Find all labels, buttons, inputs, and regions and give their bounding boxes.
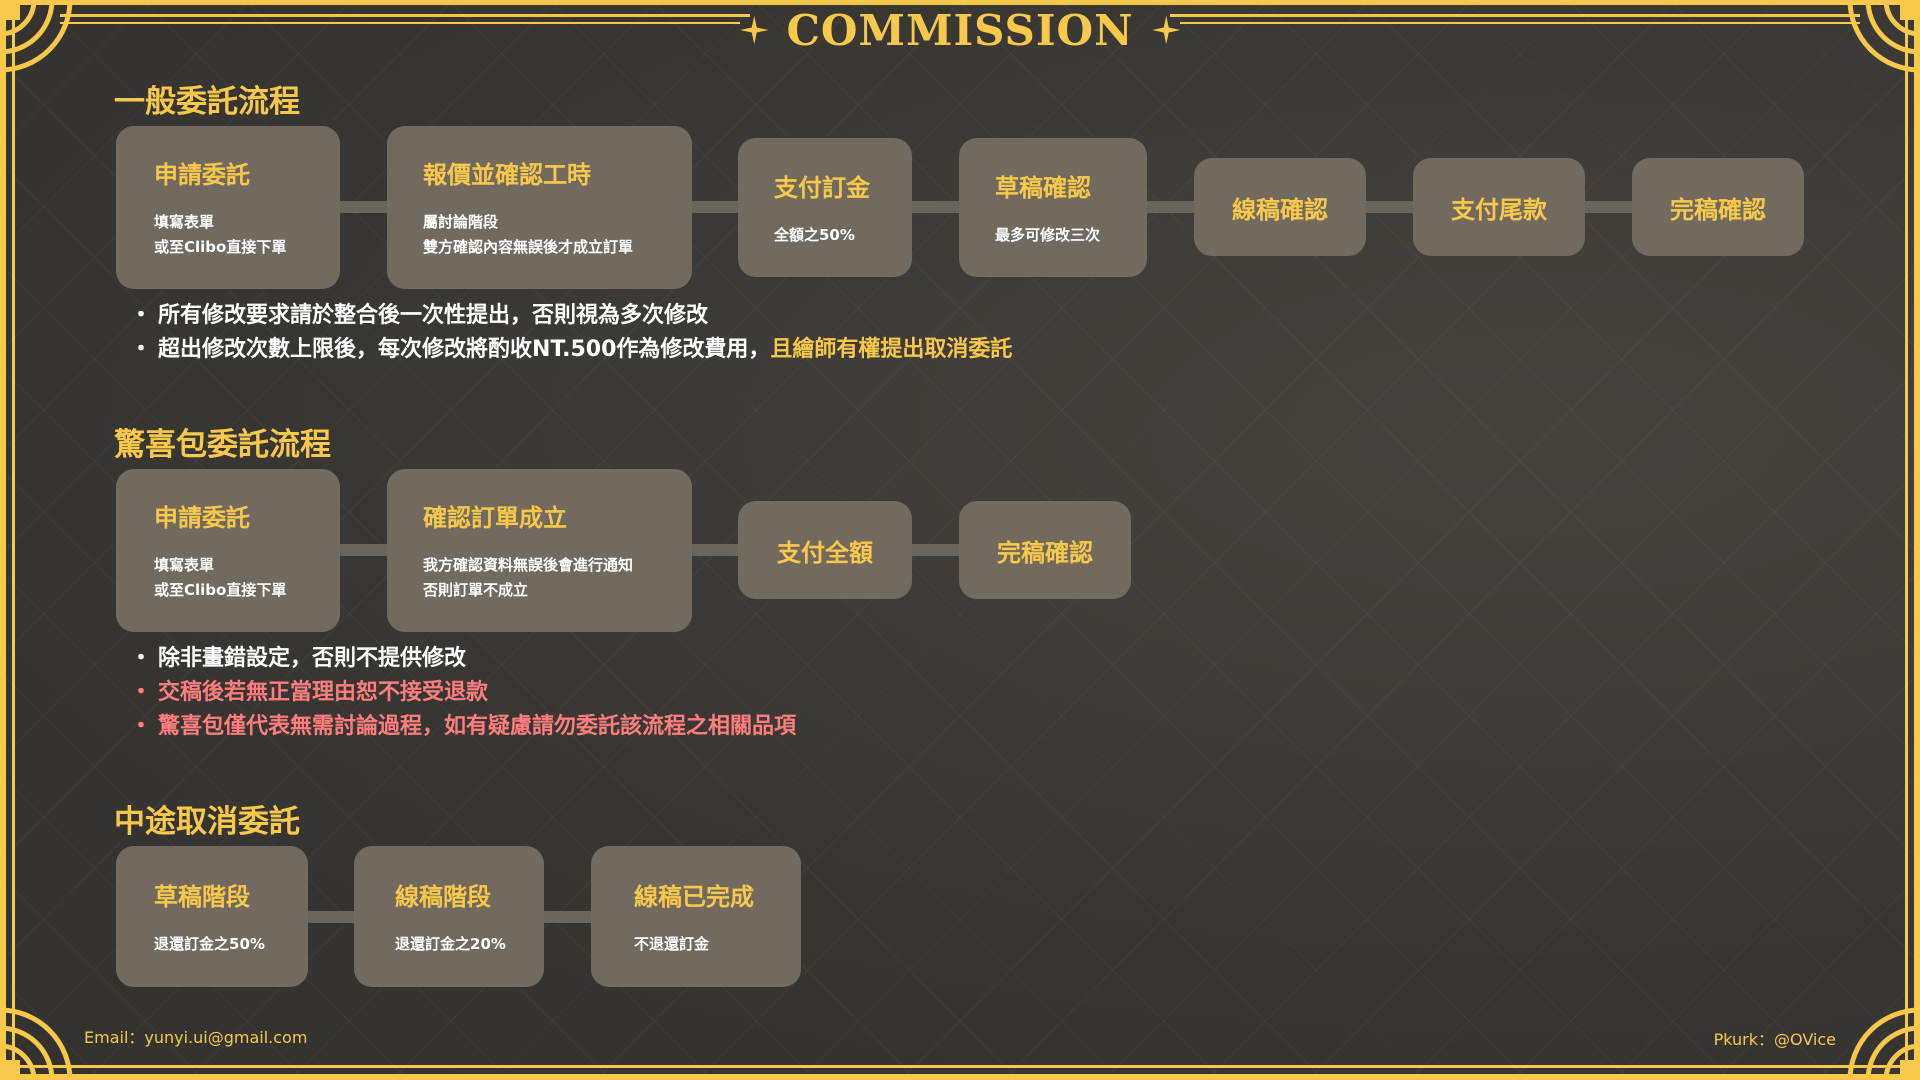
step-complete: 完稿確認 bbox=[1632, 158, 1804, 256]
step-deposit: 支付訂金 全額之50% bbox=[738, 138, 912, 277]
note-surprise-3: ・驚喜包僅代表無需討論過程，如有疑慮請勿委託該流程之相關品項 bbox=[130, 708, 796, 740]
header: COMMISSION bbox=[0, 0, 1920, 60]
step-desc: 不退還訂金 bbox=[634, 934, 710, 953]
step-desc-line: 或至Clibo直接下單 bbox=[154, 581, 287, 599]
step-draft: 草稿確認 最多可修改三次 bbox=[959, 138, 1147, 277]
note-text: 交稿後若無正當理由恕不接受退款 bbox=[158, 680, 489, 705]
step-desc-line: 雙方確認內容無誤後才成立訂單 bbox=[423, 238, 634, 256]
footer-plurk: Pkurk：@OVice bbox=[1713, 1030, 1836, 1049]
bullet: ・ bbox=[130, 303, 153, 328]
step-title: 線稿已完成 bbox=[634, 882, 754, 911]
step-title: 草稿確認 bbox=[995, 173, 1091, 202]
step-apply: 申請委託 填寫表單 或至Clibo直接下單 bbox=[116, 126, 340, 289]
step-desc-line: 屬討論階段 bbox=[423, 213, 499, 231]
step-desc: 我方確認資料無誤後會進行通知 否則訂單不成立 bbox=[423, 553, 692, 603]
step-confirm-order: 確認訂單成立 我方確認資料無誤後會進行通知 否則訂單不成立 bbox=[387, 469, 692, 632]
bullet: ・ bbox=[130, 646, 153, 671]
step-desc-line: 填寫表單 bbox=[154, 213, 215, 231]
note-general-1: ・所有修改要求請於整合後一次性提出，否則視為多次修改 bbox=[130, 297, 708, 329]
step-title: 報價並確認工時 bbox=[423, 161, 591, 189]
section-title-cancel: 中途取消委託 bbox=[114, 804, 300, 840]
step-title: 支付尾款 bbox=[1451, 195, 1547, 224]
step-desc-line: 填寫表單 bbox=[154, 556, 215, 574]
step-cancel-lineart-done: 線稿已完成 不退還訂金 bbox=[591, 846, 801, 987]
step-title: 支付全額 bbox=[777, 538, 873, 567]
step-apply: 申請委託 填寫表單 或至Clibo直接下單 bbox=[116, 469, 340, 632]
corner-ornament-top-left bbox=[0, 0, 73, 73]
note-highlight: 且繪師有權提出取消委託 bbox=[770, 337, 1013, 362]
step-title: 完稿確認 bbox=[1670, 195, 1766, 224]
step-desc: 退還訂金之20% bbox=[395, 934, 506, 953]
step-desc: 屬討論階段 雙方確認內容無誤後才成立訂單 bbox=[423, 210, 692, 260]
note-text: 除非畫錯設定，否則不提供修改 bbox=[158, 646, 467, 671]
note-text: 所有修改要求請於整合後一次性提出，否則視為多次修改 bbox=[158, 303, 709, 328]
note-general-2: ・超出修改次數上限後，每次修改將酌收NT.500作為修改費用，且繪師有權提出取消… bbox=[130, 331, 1012, 363]
step-desc: 填寫表單 或至Clibo直接下單 bbox=[154, 553, 340, 603]
step-lineart: 線稿確認 bbox=[1194, 158, 1366, 256]
step-title: 線稿階段 bbox=[395, 882, 491, 911]
step-desc-line: 否則訂單不成立 bbox=[423, 581, 529, 599]
step-full-payment: 支付全額 bbox=[738, 501, 912, 599]
note-surprise-2: ・交稿後若無正當理由恕不接受退款 bbox=[130, 674, 488, 706]
step-desc: 最多可修改三次 bbox=[995, 225, 1101, 244]
step-cancel-lineart: 線稿階段 退還訂金之20% bbox=[354, 846, 544, 987]
note-surprise-1: ・除非畫錯設定，否則不提供修改 bbox=[130, 640, 466, 672]
step-title: 確認訂單成立 bbox=[423, 504, 567, 532]
sparkle-icon bbox=[740, 15, 769, 45]
section-title-surprise: 驚喜包委託流程 bbox=[114, 427, 331, 463]
bullet: ・ bbox=[130, 680, 153, 705]
corner-ornament-bottom-right bbox=[1847, 1007, 1920, 1080]
section-title-general: 一般委託流程 bbox=[114, 84, 300, 120]
step-desc-line: 我方確認資料無誤後會進行通知 bbox=[423, 556, 634, 574]
step-complete: 完稿確認 bbox=[959, 501, 1131, 599]
page-title: COMMISSION bbox=[786, 5, 1134, 55]
step-title: 線稿確認 bbox=[1232, 195, 1328, 224]
note-text: 驚喜包僅代表無需討論過程，如有疑慮請勿委託該流程之相關品項 bbox=[158, 714, 797, 739]
step-desc: 全額之50% bbox=[774, 225, 855, 244]
step-desc: 退還訂金之50% bbox=[154, 934, 265, 953]
step-desc: 填寫表單 或至Clibo直接下單 bbox=[154, 210, 340, 260]
step-desc-line: 或至Clibo直接下單 bbox=[154, 238, 287, 256]
note-text: 超出修改次數上限後，每次修改將酌收NT.500作為修改費用， bbox=[158, 337, 771, 362]
bullet: ・ bbox=[130, 337, 153, 362]
step-final-payment: 支付尾款 bbox=[1413, 158, 1585, 256]
step-cancel-draft: 草稿階段 退還訂金之50% bbox=[116, 846, 308, 987]
step-title: 申請委託 bbox=[154, 161, 250, 189]
title-wrap: COMMISSION bbox=[740, 0, 1180, 60]
step-title: 草稿階段 bbox=[154, 882, 250, 911]
corner-ornament-bottom-left bbox=[0, 1007, 73, 1080]
corner-ornament-top-right bbox=[1847, 0, 1920, 73]
bullet: ・ bbox=[130, 714, 153, 739]
step-quote: 報價並確認工時 屬討論階段 雙方確認內容無誤後才成立訂單 bbox=[387, 126, 692, 289]
step-title: 申請委託 bbox=[154, 504, 250, 532]
step-title: 完稿確認 bbox=[997, 538, 1093, 567]
sparkle-icon bbox=[1151, 15, 1180, 45]
step-title: 支付訂金 bbox=[774, 173, 870, 202]
footer-email: Email：yunyi.ui@gmail.com bbox=[84, 1028, 308, 1047]
